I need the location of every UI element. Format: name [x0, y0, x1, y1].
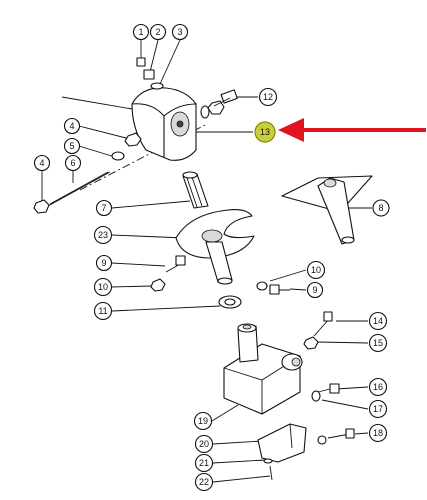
mounting-bracket — [257, 423, 307, 463]
svg-text:1: 1 — [138, 27, 143, 37]
svg-text:14: 14 — [373, 316, 383, 326]
svg-text:11: 11 — [98, 306, 107, 316]
callout-10: 10 — [93, 277, 113, 297]
svg-text:4: 4 — [39, 158, 44, 168]
svg-text:8: 8 — [378, 203, 383, 213]
callout-20: 20 — [194, 434, 214, 454]
lower-gearbox — [223, 323, 303, 415]
plug — [143, 69, 155, 80]
callout-13-highlighted: 13 — [254, 121, 276, 143]
svg-text:19: 19 — [198, 416, 208, 426]
washer — [111, 151, 125, 161]
svg-text:12: 12 — [263, 92, 273, 102]
callout-12: 12 — [258, 87, 278, 107]
callout-18: 18 — [368, 423, 388, 443]
svg-text:18: 18 — [373, 428, 383, 438]
bolt-set-18 — [317, 428, 355, 445]
svg-text:20: 20 — [199, 439, 209, 449]
callout-15: 15 — [368, 333, 388, 353]
svg-text:17: 17 — [373, 404, 383, 414]
svg-text:3: 3 — [177, 27, 182, 37]
callout-16: 16 — [368, 377, 388, 397]
callout-10b: 10 — [306, 260, 326, 280]
nut — [124, 132, 142, 147]
svg-text:22: 22 — [199, 477, 209, 487]
bolt-set-9-right — [256, 281, 290, 295]
svg-text:16: 16 — [373, 382, 383, 392]
bolt-set-16 — [311, 383, 340, 402]
callout-19: 19 — [193, 411, 213, 431]
callout-7: 7 — [95, 199, 113, 217]
bolt-set-9-left — [150, 255, 186, 292]
long-bolt-nut — [33, 199, 50, 214]
callout-14: 14 — [368, 311, 388, 331]
callout-9b: 9 — [306, 281, 324, 299]
seal-ring — [150, 82, 164, 90]
callout-4: 4 — [63, 117, 81, 135]
callout-17: 17 — [368, 399, 388, 419]
callout-22: 22 — [194, 472, 214, 492]
splined-shaft — [182, 171, 209, 209]
svg-text:5: 5 — [69, 141, 74, 151]
svg-text:9: 9 — [312, 285, 317, 295]
callout-9: 9 — [95, 254, 113, 272]
bolt-set-14 — [303, 311, 333, 350]
svg-text:21: 21 — [199, 458, 209, 468]
callout-23: 23 — [93, 225, 113, 245]
callout-5: 5 — [63, 137, 81, 155]
svg-text:13: 13 — [260, 127, 270, 137]
callout-8: 8 — [372, 199, 390, 217]
callouts: 1 2 3 4 5 4 6 12 13 7 8 23 9 10 10 9 11 … — [33, 23, 390, 492]
callout-4b: 4 — [33, 154, 51, 172]
rotor-disc — [175, 209, 255, 285]
red-arrow-icon — [278, 118, 426, 142]
gearbox-housing — [131, 87, 197, 161]
swing-arm — [281, 175, 373, 245]
small-screw — [269, 465, 273, 481]
svg-text:15: 15 — [373, 338, 383, 348]
small-washer — [263, 458, 273, 464]
leader-lines — [41, 39, 372, 483]
callout-11: 11 — [93, 301, 113, 321]
bolt-set-12 — [200, 89, 238, 119]
callout-3: 3 — [171, 23, 189, 41]
svg-text:7: 7 — [101, 203, 106, 213]
svg-text:6: 6 — [70, 158, 75, 168]
callout-6: 6 — [64, 154, 82, 172]
svg-text:9: 9 — [101, 258, 106, 268]
svg-text:2: 2 — [155, 27, 160, 37]
callout-1: 1 — [132, 23, 150, 41]
callout-21: 21 — [194, 453, 214, 473]
svg-text:23: 23 — [98, 230, 108, 240]
svg-text:10: 10 — [98, 282, 108, 292]
svg-text:10: 10 — [311, 265, 321, 275]
callout-2: 2 — [149, 23, 167, 41]
grease-nipple — [136, 57, 146, 67]
svg-text:4: 4 — [69, 121, 74, 131]
axis-line — [61, 96, 139, 111]
